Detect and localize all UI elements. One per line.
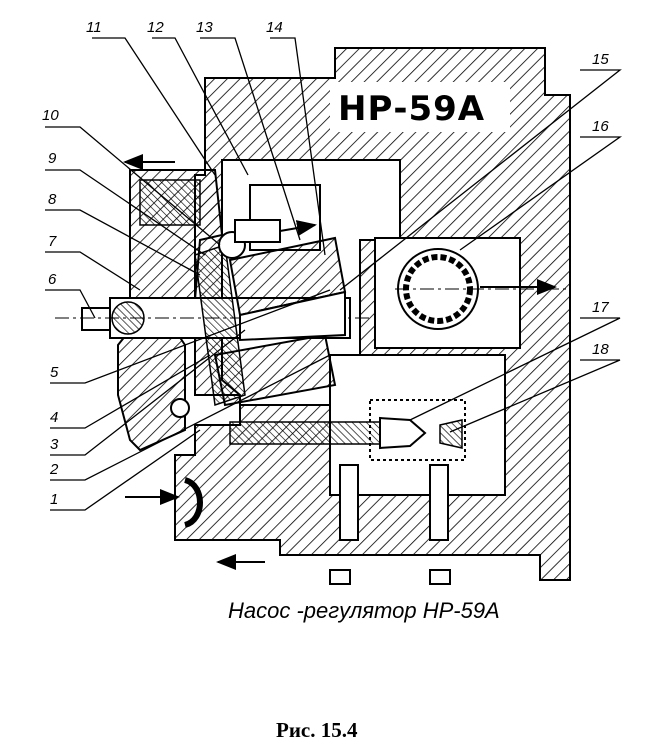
figure-number: Рис. 15.4 <box>276 718 358 742</box>
callout-9: 9 <box>48 150 57 167</box>
model-label: НР-59А <box>338 89 485 129</box>
callout-8: 8 <box>48 191 57 208</box>
callout-17: 17 <box>592 299 609 316</box>
callout-15: 15 <box>592 51 609 68</box>
diagram-caption: Насос -регулятор НР-59А <box>228 598 500 623</box>
callout-11: 11 <box>86 19 102 36</box>
callout-3: 3 <box>50 436 59 453</box>
drain-plugs <box>329 569 451 585</box>
callout-16: 16 <box>592 118 609 135</box>
callout-2: 2 <box>49 461 59 478</box>
cylinder-block <box>213 236 347 407</box>
callout-14: 14 <box>266 19 283 36</box>
callout-6: 6 <box>48 271 57 288</box>
regulator-valve <box>229 399 466 461</box>
callout-1: 1 <box>50 491 58 508</box>
callout-7: 7 <box>48 233 57 250</box>
outlet-fitting <box>395 248 570 330</box>
callout-13: 13 <box>196 19 213 36</box>
callout-18: 18 <box>592 341 609 358</box>
flow-arrows <box>123 154 557 570</box>
callout-5: 5 <box>50 364 59 381</box>
leader-lines <box>45 37 623 511</box>
callout-4: 4 <box>50 409 58 426</box>
model-label-background <box>330 82 510 132</box>
servo-piston <box>234 219 317 243</box>
inlet-fitting <box>183 477 203 528</box>
callout-10: 10 <box>42 107 59 124</box>
callout-numbers: 11 12 13 14 15 16 10 9 8 7 6 5 4 3 2 1 1… <box>42 19 609 508</box>
callout-12: 12 <box>147 19 164 36</box>
